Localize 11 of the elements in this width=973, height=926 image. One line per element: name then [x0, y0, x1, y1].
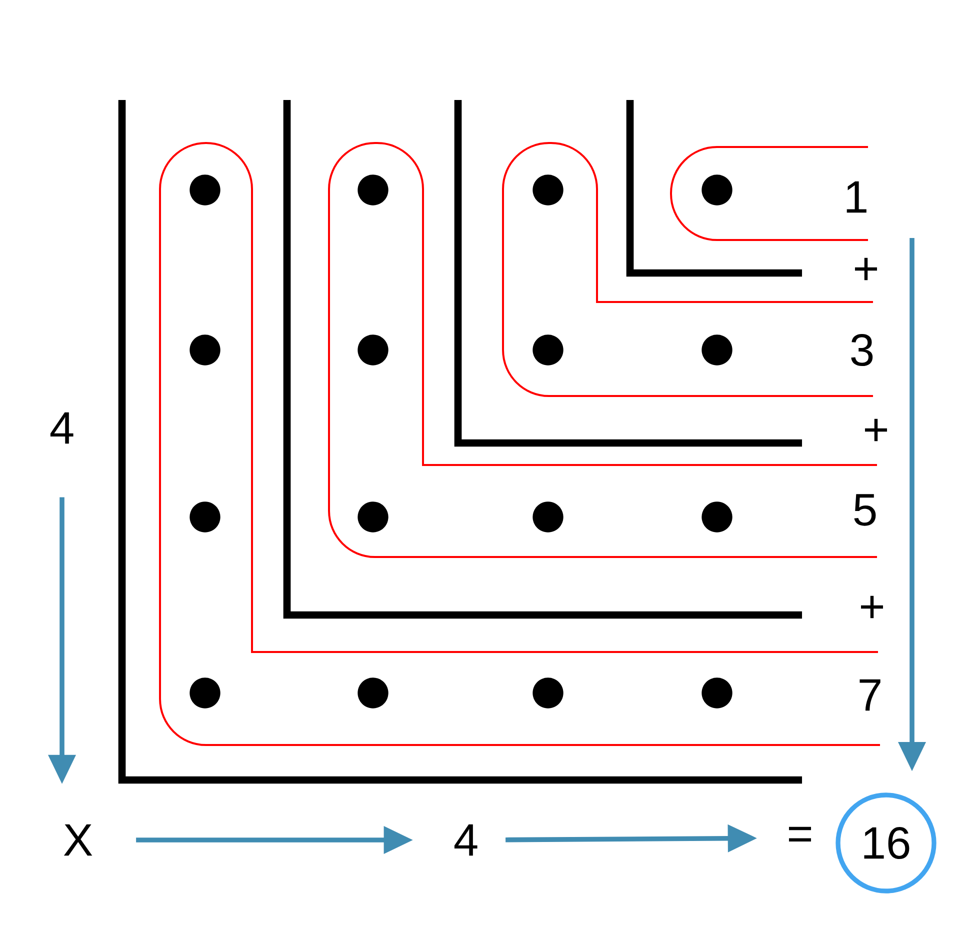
number-label: 7 [860, 679, 880, 711]
symbol: 4 [50, 412, 74, 444]
symbol: = [789, 826, 811, 842]
number-label: 5 [854, 494, 876, 526]
number-label: + [855, 258, 877, 280]
number-label: + [865, 418, 887, 442]
number-label: 3 [851, 334, 873, 366]
symbol: X [64, 824, 92, 856]
symbol: 4 [454, 824, 478, 856]
number-label: 1 [846, 181, 866, 213]
number-label: + [861, 596, 883, 618]
